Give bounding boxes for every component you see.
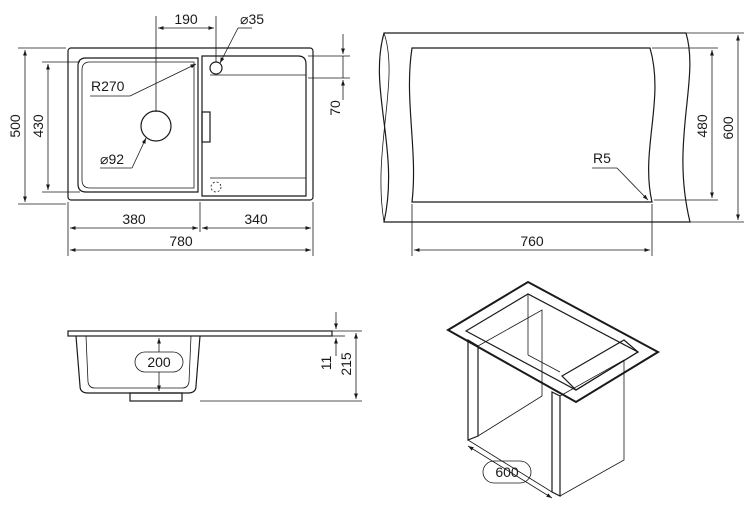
- dim-overall-width: 780: [169, 233, 193, 249]
- diameter-symbol: ⌀: [100, 151, 108, 167]
- cabinet-view: 600: [446, 280, 661, 499]
- rim: [67, 330, 333, 337]
- countertop-outline: [378, 32, 691, 223]
- dim-drain-hole: 92: [108, 151, 124, 167]
- dim-cabinet-depth: 600: [720, 116, 736, 140]
- dim-tap-offset: 190: [174, 11, 198, 27]
- dim-cutout-radius: R5: [593, 150, 611, 166]
- bowl-section: [75, 335, 201, 394]
- drainer-plug: [210, 181, 222, 193]
- dim-total-height: 215: [338, 352, 354, 376]
- dim-bowl-depth: 430: [30, 114, 46, 138]
- dim-edge-offset: 70: [327, 100, 343, 116]
- drain-outlet: [129, 392, 183, 402]
- bowl-outline: [77, 57, 199, 193]
- tap-hole: [209, 61, 223, 75]
- dim-overall-depth: 500: [7, 114, 23, 138]
- cabinet-left-panel: [467, 338, 479, 441]
- svg-text:⌀92: ⌀92: [100, 151, 124, 167]
- dim-drainer-width: 340: [244, 211, 268, 227]
- dim-corner-radius: R270: [91, 78, 125, 94]
- drain-hole: [140, 110, 172, 142]
- dim-tap-hole: 35: [248, 11, 264, 27]
- dim-cutout-depth: 480: [694, 114, 710, 138]
- cutout-opening: [408, 47, 656, 203]
- dim-bowl-width: 380: [122, 211, 146, 227]
- dim-cabinet-box: [482, 460, 532, 484]
- section-view: 200 11 215: [67, 312, 362, 402]
- dim-cabinet-width: 760: [520, 233, 544, 249]
- svg-text:⌀35: ⌀35: [240, 11, 264, 27]
- dim-section-bowl-depth: 200: [147, 354, 171, 370]
- dim-cabinet-min: 600: [495, 464, 519, 480]
- overflow-slot: [201, 111, 211, 143]
- drainer-outline: [201, 55, 307, 197]
- sink-outline: [67, 47, 314, 201]
- plan-view: 500 430 380 340 780 190 ⌀35 R270: [7, 11, 350, 256]
- cabinet-top-frame: [446, 280, 661, 404]
- cutout-view: R5 760 480 600: [378, 32, 744, 256]
- diameter-symbol: ⌀: [240, 11, 248, 27]
- dim-rim-thickness: 11: [318, 356, 334, 371]
- cabinet-front-leg: [551, 391, 561, 497]
